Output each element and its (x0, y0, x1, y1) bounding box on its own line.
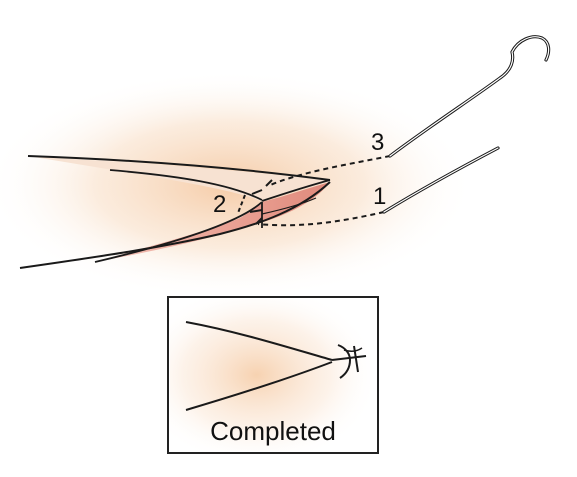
inset-upper-edge (185, 321, 333, 361)
curved-suture-needle-icon (388, 35, 551, 158)
suture-path-1 (255, 211, 385, 227)
suture-path-2 (237, 189, 263, 214)
inset-lower-edge (185, 361, 333, 411)
suture-path-3 (265, 155, 391, 187)
wound-tissue (95, 182, 330, 262)
suture-knot-icon (331, 344, 367, 379)
stitch-label-1: 1 (373, 183, 386, 210)
completed-inset: Completed (167, 296, 379, 454)
stitch-label-3: 3 (371, 129, 384, 156)
inset-caption: Completed (210, 416, 336, 446)
upper-wound-flap (27, 155, 331, 202)
lower-wound-flap (19, 181, 331, 269)
suture-strand-lower (382, 146, 500, 214)
stitch-label-2: 2 (213, 191, 226, 218)
